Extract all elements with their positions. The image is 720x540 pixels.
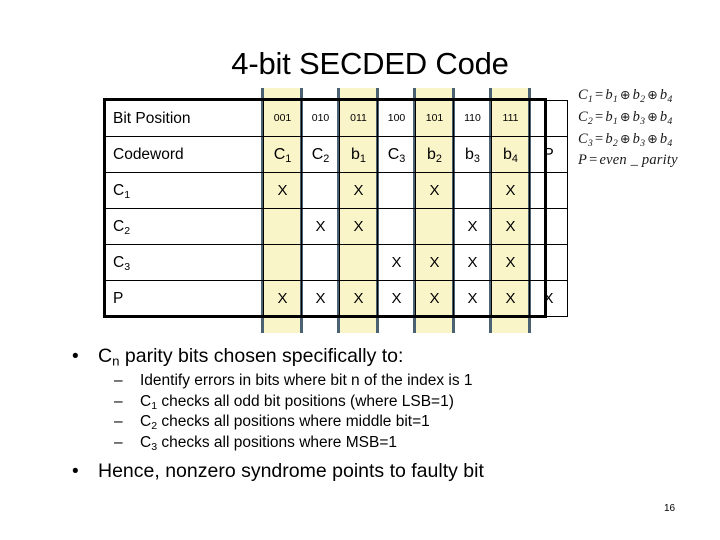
- bullet-sub-items: –Identify errors in bits where bit n of …: [62, 371, 662, 453]
- check-cell-C1-3: [377, 172, 416, 209]
- check-cell-P-2: X: [339, 280, 378, 317]
- bit-position-cell-3: 100: [377, 100, 416, 137]
- check-cell-C2-2: X: [339, 208, 378, 245]
- row-label-c1: C1: [105, 172, 264, 209]
- bit-position-cell-4: 101: [415, 100, 454, 137]
- equation-C1: C1=b1⊕b2⊕b4: [578, 87, 673, 105]
- bit-position-cell-6: 111: [491, 100, 530, 137]
- codeword-cell-1: C2: [301, 136, 340, 173]
- check-cell-P-6: X: [491, 280, 530, 317]
- bit-position-cell-1: 010: [301, 100, 340, 137]
- equation-C3: C3=b2⊕b3⊕b4: [578, 131, 673, 149]
- codeword-cell-2: b1: [339, 136, 378, 173]
- check-cell-C1-7: [529, 172, 568, 209]
- check-cell-C2-0: [263, 208, 302, 245]
- dash-marker-icon: –: [114, 392, 123, 410]
- bullet-sub-item-text-3: C3 checks all positions where MSB=1: [140, 433, 397, 453]
- check-cell-C3-3: X: [377, 244, 416, 281]
- check-cell-C2-1: X: [301, 208, 340, 245]
- codeword-cell-5: b3: [453, 136, 492, 173]
- row-label-codeword: Codeword: [105, 136, 264, 173]
- bullet-main-2-text: Hence, nonzero syndrome points to faulty…: [98, 460, 484, 482]
- bit-position-cell-2: 011: [339, 100, 378, 137]
- check-cell-P-3: X: [377, 280, 416, 317]
- bit-position-cell-0: 001: [263, 100, 302, 137]
- bit-position-cell-7: [529, 100, 568, 137]
- row-label-bit-position: Bit Position: [105, 100, 264, 137]
- dash-marker-icon: –: [114, 413, 123, 430]
- bullet-main-2: • Hence, nonzero syndrome points to faul…: [62, 459, 662, 484]
- check-cell-C2-3: [377, 208, 416, 245]
- check-cell-P-7: X: [529, 280, 568, 317]
- codeword-cell-3: C3: [377, 136, 416, 173]
- check-cell-P-0: X: [263, 280, 302, 317]
- bullet-sub-item-3: –C3 checks all positions where MSB=1: [62, 433, 662, 454]
- check-cell-C3-7: [529, 244, 568, 281]
- slide-number: 16: [664, 503, 676, 514]
- check-cell-C1-2: X: [339, 172, 378, 209]
- equation-C2: C2=b1⊕b3⊕b4: [578, 109, 673, 127]
- bullet-main-1: • Cn parity bits chosen specifically to:: [62, 344, 662, 369]
- check-cell-P-1: X: [301, 280, 340, 317]
- page-title: 4-bit SECDED Code: [231, 46, 509, 81]
- codeword-cell-6: b4: [491, 136, 530, 173]
- dash-marker-icon: –: [114, 372, 123, 389]
- check-cell-C2-4: [415, 208, 454, 245]
- check-cell-C2-7: [529, 208, 568, 245]
- bit-position-cell-5: 110: [453, 100, 492, 137]
- bullet-sub-item-2: –C2 checks all positions where middle bi…: [62, 412, 662, 433]
- dash-marker-icon: –: [114, 433, 123, 451]
- bullet-sub-item-text-0: Identify errors in bits where bit n of t…: [140, 372, 473, 389]
- check-cell-C3-2: [339, 244, 378, 281]
- bullet-list: • Cn parity bits chosen specifically to:…: [62, 344, 662, 486]
- check-cell-C2-6: X: [491, 208, 530, 245]
- row-label-p: P: [105, 280, 264, 317]
- codeword-cell-0: C1: [263, 136, 302, 173]
- check-cell-C1-0: X: [263, 172, 302, 209]
- row-label-c3: C3: [105, 244, 264, 281]
- check-cell-C1-5: [453, 172, 492, 209]
- check-cell-C3-0: [263, 244, 302, 281]
- check-cell-P-4: X: [415, 280, 454, 317]
- check-cell-C3-4: X: [415, 244, 454, 281]
- bullet-marker-icon-2: •: [72, 461, 79, 482]
- check-cell-C1-1: [301, 172, 340, 209]
- row-label-c2: C2: [105, 208, 264, 245]
- bullet-sub-item-text-1: C1 checks all odd bit positions (where L…: [140, 392, 454, 412]
- check-cell-C3-1: [301, 244, 340, 281]
- bullet-sub-item-text-2: C2 checks all positions where middle bit…: [140, 413, 430, 432]
- check-cell-C3-5: X: [453, 244, 492, 281]
- codeword-cell-4: b2: [415, 136, 454, 173]
- check-cell-C1-6: X: [491, 172, 530, 209]
- codeword-cell-7: P: [529, 136, 568, 173]
- check-cell-C1-4: X: [415, 172, 454, 209]
- bullet-sub-item-1: –C1 checks all odd bit positions (where …: [62, 392, 662, 413]
- bullet-main-1-text: Cn parity bits chosen specifically to:: [98, 345, 404, 369]
- equation-parity: P=even _ parity: [578, 152, 678, 168]
- check-cell-C3-6: X: [491, 244, 530, 281]
- bullet-marker-icon: •: [72, 346, 79, 367]
- bullet-sub-item-0: –Identify errors in bits where bit n of …: [62, 371, 662, 392]
- check-cell-C2-5: X: [453, 208, 492, 245]
- check-cell-P-5: X: [453, 280, 492, 317]
